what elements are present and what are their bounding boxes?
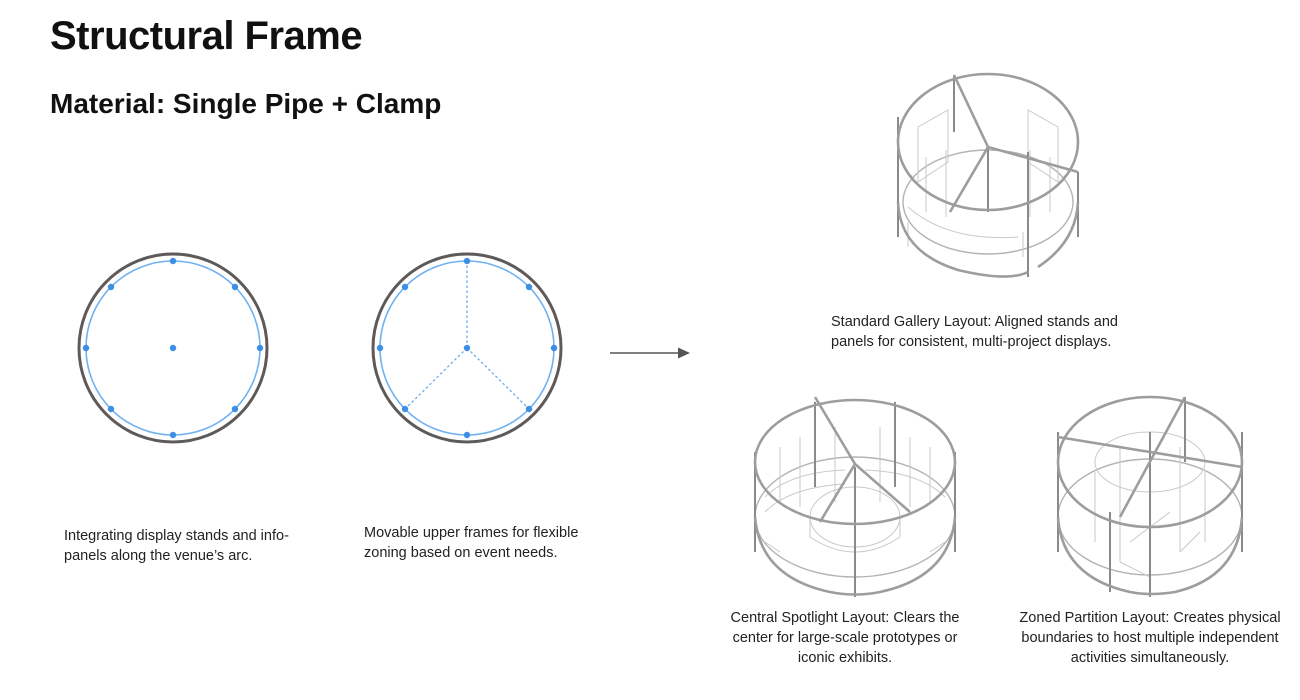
layout-caption-standard: Standard Gallery Layout: Aligned stands … xyxy=(831,314,1118,350)
upper-partition-beams xyxy=(1057,396,1243,518)
center-node xyxy=(463,344,471,352)
panel-lines xyxy=(925,150,1051,217)
base-stand xyxy=(907,206,1024,257)
node xyxy=(525,283,533,291)
node xyxy=(82,344,90,352)
lower-ring-front xyxy=(896,201,1080,278)
arrow-right-icon xyxy=(610,347,690,359)
node xyxy=(169,257,177,265)
stand-ends xyxy=(764,541,946,553)
layout-caption-spotlight: Central Spotlight Layout: Clears the cen… xyxy=(730,610,960,666)
node xyxy=(463,257,471,265)
upper-ring xyxy=(753,398,957,526)
node xyxy=(463,431,471,439)
upper-ring xyxy=(1056,395,1244,529)
node xyxy=(525,405,533,413)
node xyxy=(376,344,384,352)
display-panels xyxy=(917,109,1059,183)
dashed-partition xyxy=(466,347,530,410)
upper-partition-beams xyxy=(813,396,911,523)
node xyxy=(107,405,115,413)
node xyxy=(401,283,409,291)
upper-partition-beams xyxy=(948,74,1079,213)
iso-zoned-partition xyxy=(1056,395,1244,597)
layout-caption-zoned: Zoned Partition Layout: Creates physical… xyxy=(1019,610,1281,666)
upper-ring xyxy=(896,72,1080,212)
panel-lines xyxy=(779,427,931,507)
node xyxy=(231,405,239,413)
node xyxy=(231,283,239,291)
outer-ring xyxy=(371,252,563,444)
iso-standard-gallery xyxy=(896,72,1080,278)
center-node xyxy=(169,344,177,352)
lower-ring-front xyxy=(753,516,957,596)
iso-central-spotlight xyxy=(753,396,957,597)
stand-tiers xyxy=(764,469,946,513)
plan-caption-zoning: Movable upper frames for flexible zoning… xyxy=(364,525,579,561)
partition-walls xyxy=(1094,447,1206,562)
outer-ring xyxy=(77,252,269,444)
page-subtitle: Material: Single Pipe + Clamp xyxy=(50,88,442,119)
dashed-partition xyxy=(404,347,468,410)
lower-ring-front xyxy=(1056,516,1244,596)
node xyxy=(550,344,558,352)
node xyxy=(107,283,115,291)
plan-diagram-stands xyxy=(77,252,269,444)
plan-caption-stands: Integrating display stands and info-pane… xyxy=(64,528,289,564)
page-title: Structural Frame xyxy=(50,14,363,58)
plan-diagram-zoning xyxy=(371,252,563,444)
node xyxy=(256,344,264,352)
node xyxy=(169,431,177,439)
node xyxy=(401,405,409,413)
